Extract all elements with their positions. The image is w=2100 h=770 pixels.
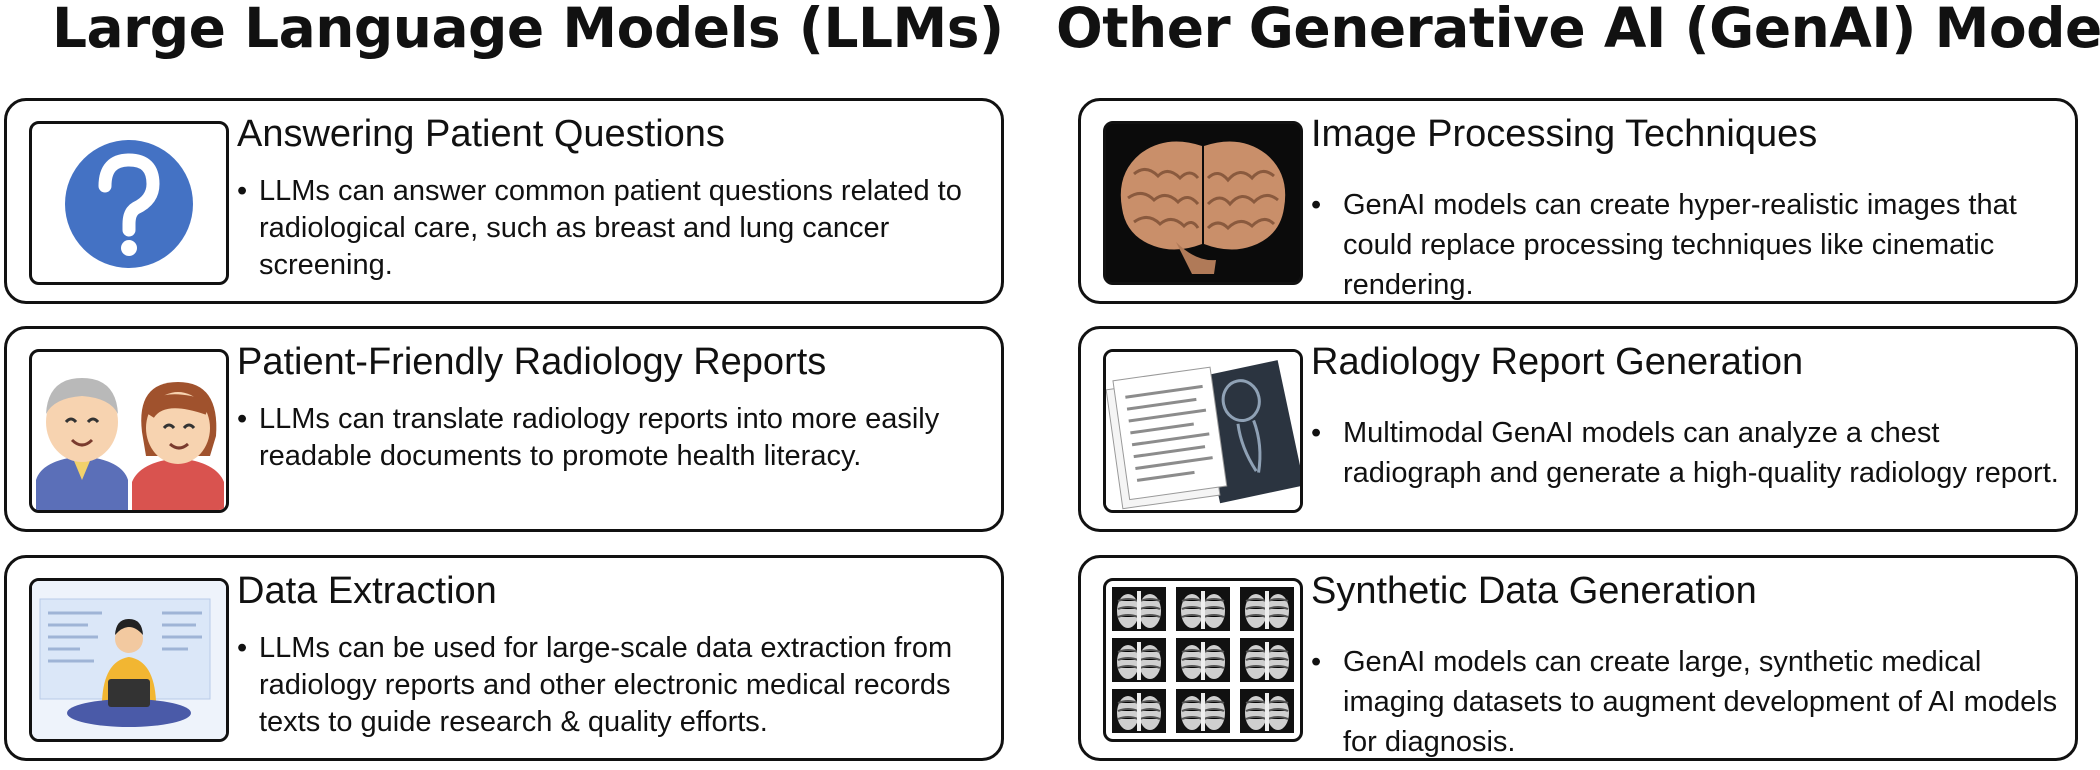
report-and-xray-image	[1103, 349, 1303, 513]
card-bullet: GenAI models can create hyper-realistic …	[1311, 185, 2083, 305]
card-title: Data Extraction	[237, 570, 497, 612]
card-bullet: LLMs can be used for large-scale data ex…	[237, 630, 1009, 741]
brain-render-image	[1103, 121, 1303, 285]
card-synthetic-data: Synthetic Data Generation GenAI models c…	[1078, 555, 2078, 761]
card-bullet: LLMs can translate radiology reports int…	[237, 401, 1009, 475]
card-title: Patient-Friendly Radiology Reports	[237, 341, 827, 383]
card-bullet: Multimodal GenAI models can analyze a ch…	[1311, 413, 2083, 493]
card-title: Radiology Report Generation	[1311, 341, 1804, 383]
card-title: Synthetic Data Generation	[1311, 570, 1757, 612]
person-with-laptop-illustration	[29, 578, 229, 742]
card-title: Image Processing Techniques	[1311, 113, 1818, 155]
card-image-processing: Image Processing Techniques GenAI models…	[1078, 98, 2078, 304]
card-data-extraction: Data Extraction LLMs can be used for lar…	[4, 555, 1004, 761]
question-mark-icon	[29, 121, 229, 285]
card-answering-patient-questions: Answering Patient Questions LLMs can ans…	[4, 98, 1004, 304]
llm-column-title: Large Language Models (LLMs)	[52, 0, 1004, 60]
card-title: Answering Patient Questions	[237, 113, 725, 155]
genai-column-title: Other Generative AI (GenAI) Models	[1056, 0, 2100, 60]
chest-xray-grid-image	[1103, 578, 1303, 742]
card-report-generation: Radiology Report Generation Multimodal G…	[1078, 326, 2078, 532]
card-patient-friendly-reports: Patient-Friendly Radiology Reports LLMs …	[4, 326, 1004, 532]
elderly-couple-illustration	[29, 349, 229, 513]
card-bullet: LLMs can answer common patient questions…	[237, 173, 1009, 284]
card-bullet: GenAI models can create large, synthetic…	[1311, 642, 2083, 762]
